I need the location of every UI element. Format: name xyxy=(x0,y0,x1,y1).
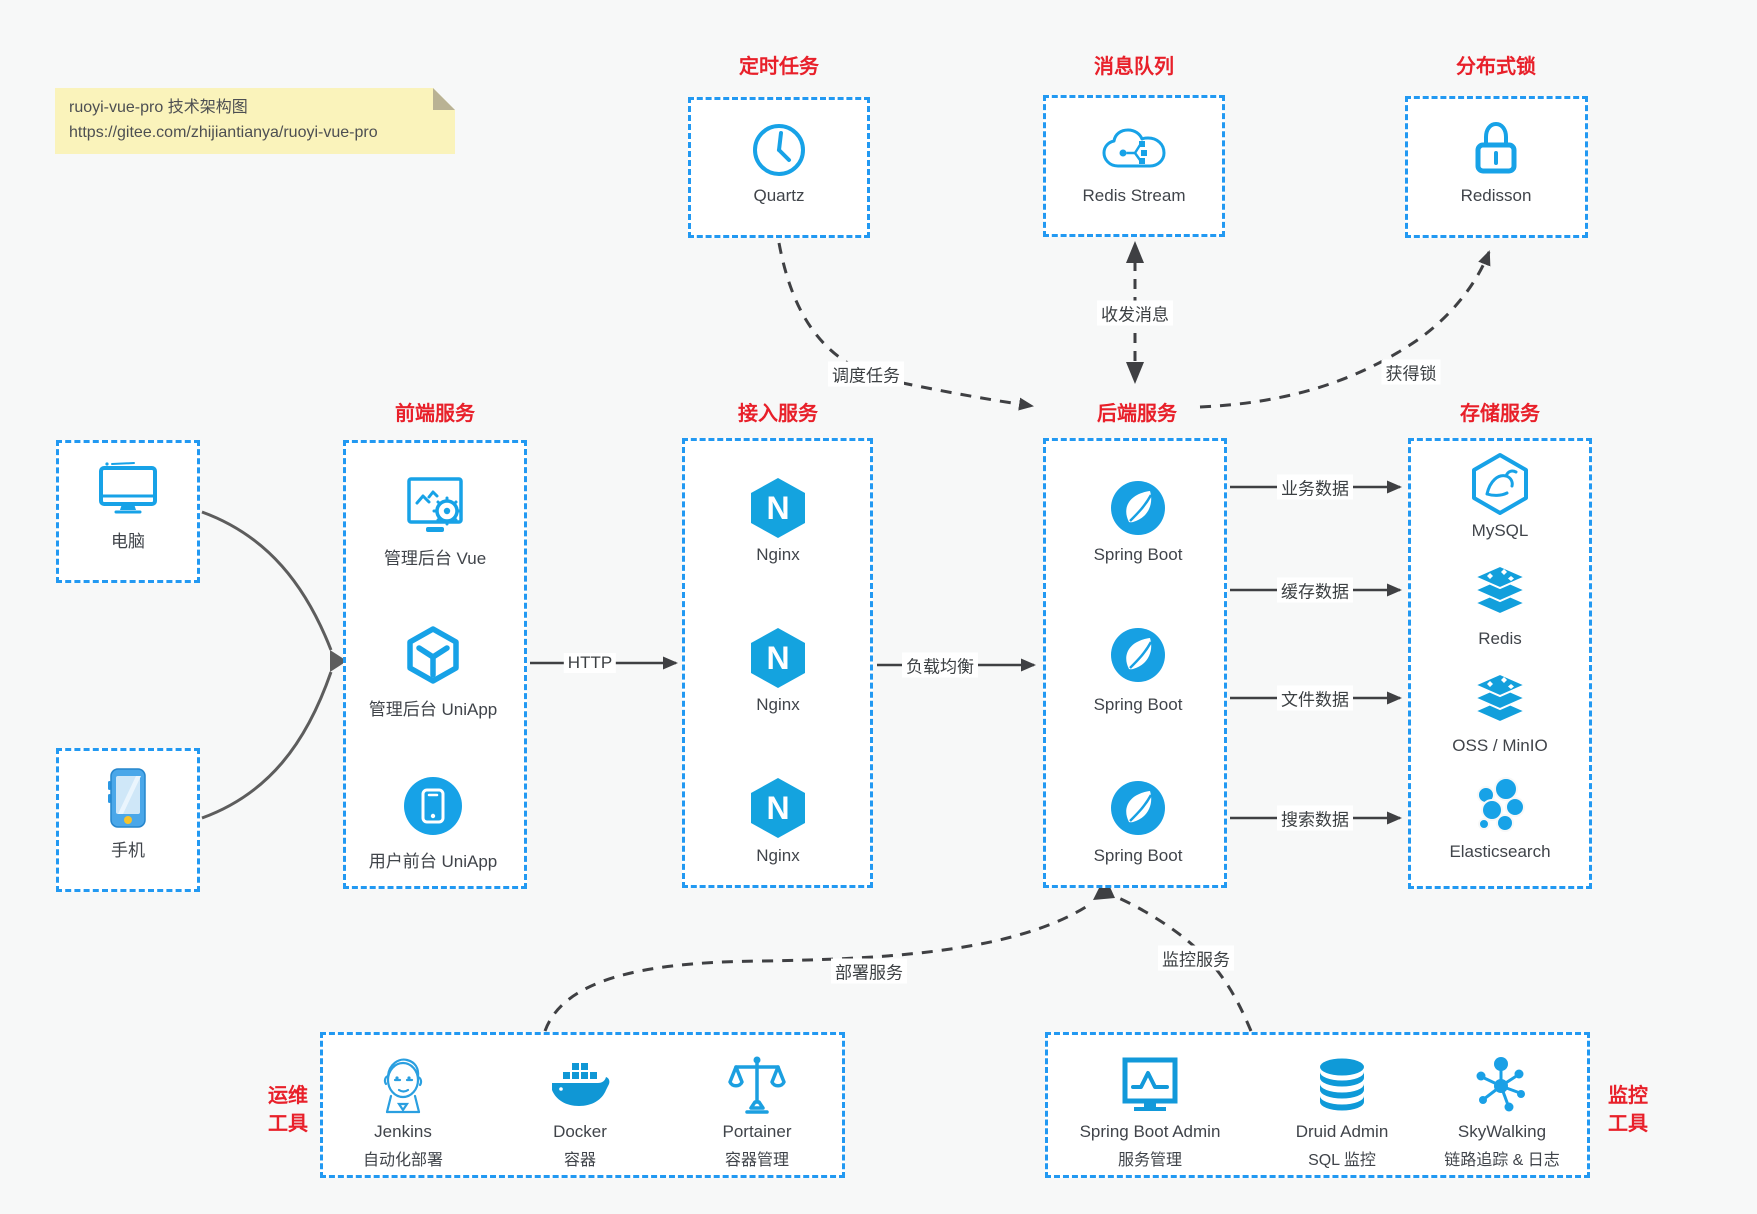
node-sub-jenkins: 自动化部署 xyxy=(362,1152,444,1169)
spring-leaf-icon xyxy=(1109,626,1167,684)
admin-vue-icon xyxy=(402,475,468,535)
node-label-phone: 手机 xyxy=(111,841,145,860)
edge-phone-to-frontend xyxy=(201,671,333,820)
node-label-jenkins: Jenkins xyxy=(374,1122,432,1141)
group-title-frontend: 前端服务 xyxy=(395,403,475,425)
group-title-monitor: 监控 工具 xyxy=(1608,1085,1648,1135)
group-title-storage: 存储服务 xyxy=(1460,403,1540,425)
node-label-druid: Druid Admin xyxy=(1295,1122,1389,1141)
node-label-redis-stream: Redis Stream xyxy=(1082,186,1186,205)
node-label-portainer: Portainer xyxy=(722,1122,792,1141)
box-scheduled xyxy=(688,97,870,238)
node-sub-skywalking: 链路追踪 & 日志 xyxy=(1444,1152,1560,1169)
edge-label-monitor: 监控服务 xyxy=(1158,945,1234,971)
clock-icon xyxy=(751,122,807,178)
note-fold-corner xyxy=(433,88,455,110)
spring-leaf-icon xyxy=(1109,479,1167,537)
edge-pc-to-frontend xyxy=(201,510,333,651)
node-label-springboot-1: Spring Boot xyxy=(1093,545,1183,564)
svg-text:N: N xyxy=(766,490,789,526)
nginx-icon: N xyxy=(749,476,807,540)
edge-deploy-service xyxy=(543,901,1093,1032)
edge-get-lock xyxy=(1199,250,1491,409)
node-label-oss-minio: OSS / MinIO xyxy=(1452,736,1548,755)
edge-label-search-data: 搜索数据 xyxy=(1277,805,1353,831)
database-icon xyxy=(1314,1056,1370,1114)
edge-label-cache-data: 缓存数据 xyxy=(1277,577,1353,603)
node-label-springboot-3: Spring Boot xyxy=(1093,846,1183,865)
edge-label-load-balance: 负载均衡 xyxy=(902,652,978,678)
arrowhead-backend-bottom xyxy=(1093,876,1115,900)
node-label-redisson: Redisson xyxy=(1460,186,1532,205)
node-label-sba: Spring Boot Admin xyxy=(1079,1122,1221,1141)
phone-icon xyxy=(108,767,148,829)
note-title: ruoyi-vue-pro 技术架构图 xyxy=(69,99,248,116)
box-lock xyxy=(1405,96,1588,238)
sticky-note: ruoyi-vue-pro 技术架构图 https://gitee.com/zh… xyxy=(55,88,455,154)
edge-label-get-lock: 获得锁 xyxy=(1381,359,1441,385)
nginx-icon: N xyxy=(749,776,807,840)
node-label-docker: Docker xyxy=(553,1122,607,1141)
docker-whale-icon xyxy=(548,1062,612,1112)
edge-label-messages: 收发消息 xyxy=(1097,300,1173,326)
node-label-admin-vue: 管理后台 Vue xyxy=(383,549,487,568)
lock-icon xyxy=(1470,119,1522,177)
group-title-lock: 分布式锁 xyxy=(1456,56,1536,78)
node-label-skywalking: SkyWalking xyxy=(1457,1122,1547,1141)
group-title-ops: 运维 工具 xyxy=(268,1085,308,1135)
mysql-dolphin-icon xyxy=(1470,452,1530,516)
node-sub-docker: 容器 xyxy=(563,1152,597,1169)
group-title-gateway: 接入服务 xyxy=(738,403,818,425)
group-title-backend: 后端服务 xyxy=(1097,403,1177,425)
note-url: https://gitee.com/zhijiantianya/ruoyi-vu… xyxy=(69,124,378,141)
node-label-nginx-2: Nginx xyxy=(756,695,800,714)
node-label-admin-uniapp: 管理后台 UniApp xyxy=(368,700,498,719)
node-label-user-uniapp: 用户前台 UniApp xyxy=(368,852,498,871)
spring-leaf-icon xyxy=(1109,779,1167,837)
group-title-scheduled: 定时任务 xyxy=(739,56,819,78)
node-label-redis: Redis xyxy=(1478,629,1522,648)
node-label-quartz: Quartz xyxy=(753,186,805,205)
user-app-icon xyxy=(402,775,464,837)
box-monitor xyxy=(1045,1032,1590,1178)
edge-label-schedule: 调度任务 xyxy=(828,361,904,387)
node-label-mysql: MySQL xyxy=(1471,521,1529,540)
node-label-nginx-1: Nginx xyxy=(756,545,800,564)
edge-label-file-data: 文件数据 xyxy=(1277,685,1353,711)
nginx-icon: N xyxy=(749,626,807,690)
edge-label-business-data: 业务数据 xyxy=(1277,474,1353,500)
arrowhead-frontend xyxy=(330,650,347,672)
node-label-springboot-2: Spring Boot xyxy=(1093,695,1183,714)
edge-label-deploy: 部署服务 xyxy=(831,958,907,984)
oss-stack-icon xyxy=(1471,673,1529,727)
node-sub-druid: SQL 监控 xyxy=(1308,1152,1376,1169)
svg-text:N: N xyxy=(766,640,789,676)
node-label-nginx-3: Nginx xyxy=(756,846,800,865)
svg-text:N: N xyxy=(766,790,789,826)
skywalking-node-icon xyxy=(1473,1055,1531,1115)
arrowhead-msg-down xyxy=(1126,362,1144,384)
arrowhead-msg-up xyxy=(1126,241,1144,263)
edge-schedule-task xyxy=(777,242,1034,411)
group-title-mq: 消息队列 xyxy=(1094,56,1174,78)
portainer-scales-icon xyxy=(727,1054,787,1116)
admin-monitor-icon xyxy=(1119,1057,1181,1113)
node-sub-portainer: 容器管理 xyxy=(724,1152,790,1169)
node-label-pc: 电脑 xyxy=(111,532,145,551)
uniapp-cube-icon xyxy=(403,625,463,685)
jenkins-icon xyxy=(375,1054,431,1116)
node-sub-sba: 服务管理 xyxy=(1117,1152,1183,1169)
redis-stack-icon xyxy=(1471,565,1529,619)
desktop-icon xyxy=(96,459,160,517)
edge-label-http: HTTP xyxy=(563,653,617,673)
cloud-share-icon xyxy=(1101,126,1167,174)
elasticsearch-icon xyxy=(1472,777,1528,835)
node-label-elasticsearch: Elasticsearch xyxy=(1449,842,1551,861)
